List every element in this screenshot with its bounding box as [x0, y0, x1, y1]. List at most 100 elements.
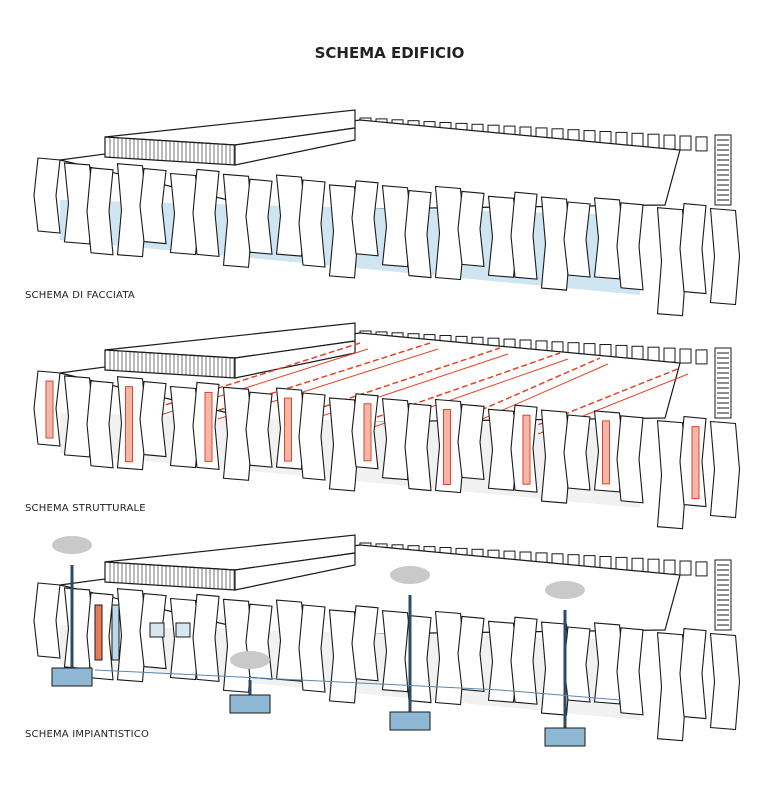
facade-fin: [457, 403, 485, 481]
facade-fin: [563, 626, 591, 703]
facade-fin: [593, 197, 625, 280]
facade-fin: [487, 620, 519, 703]
facade-fin: [33, 582, 61, 659]
parapet-fin: [695, 349, 708, 365]
facade-fin: [116, 163, 148, 258]
water-tank: [544, 727, 586, 747]
facade-fin: [434, 185, 466, 281]
section-label-facciata: SCHEMA DI FACCIATA: [25, 290, 135, 301]
parapet-fin: [695, 136, 708, 152]
structural-column: [45, 380, 54, 439]
cold-water-pipe: [111, 604, 120, 661]
structural-column: [204, 391, 213, 462]
facade-fin: [351, 605, 379, 682]
structural-column: [522, 414, 531, 485]
facade-fin: [616, 202, 644, 291]
facade-fin: [679, 203, 707, 295]
facade-fin: [63, 375, 95, 458]
facade-fin: [298, 604, 326, 693]
facade-fin: [616, 415, 644, 504]
elevator-cab: [175, 622, 191, 638]
rain-cloud: [52, 536, 92, 554]
facade-fin: [679, 628, 707, 720]
facade-fin: [540, 409, 572, 504]
facade-fin: [86, 380, 114, 469]
parapet-fin: [663, 559, 676, 575]
section-label-impiantistico: SCHEMA IMPIANTISTICO: [25, 729, 150, 740]
facade-fin: [169, 597, 201, 681]
facade-fin: [510, 191, 538, 280]
structural-column: [691, 426, 700, 500]
facade-fin: [457, 190, 485, 268]
parapet-fin: [695, 561, 708, 577]
hot-water-pipe: [94, 604, 103, 661]
facade-fin: [563, 201, 591, 278]
facade-fin: [709, 420, 741, 519]
parapet-fin: [679, 560, 692, 576]
facade-fin: [656, 207, 688, 317]
diagram-title: SCHEMA EDIFICIO: [314, 44, 465, 62]
facade-fin: [404, 403, 432, 492]
facade-fin: [298, 179, 326, 268]
structural-column: [284, 397, 292, 462]
parapet-fin: [647, 558, 660, 574]
facade-fin: [709, 207, 741, 306]
raised-volume-side: [234, 552, 356, 591]
facade-fin: [222, 386, 254, 481]
facade-fin: [709, 632, 741, 731]
facade-fin: [86, 167, 114, 256]
facade-fin: [487, 408, 519, 491]
structural-column: [443, 409, 451, 485]
facade-fin: [328, 397, 360, 492]
facade-fin: [328, 609, 360, 704]
facade-fin: [381, 610, 413, 693]
section-label-strutturale: SCHEMA STRUTTURALE: [25, 503, 146, 514]
facade-fin: [222, 173, 254, 268]
structural-column: [602, 420, 610, 485]
facade-fin: [63, 162, 95, 245]
facade-fin: [457, 615, 485, 693]
facade-fin: [540, 196, 572, 291]
water-tank: [229, 694, 271, 714]
facade-fin: [169, 385, 201, 469]
section-impiantistico: [33, 534, 741, 747]
facade-fin: [593, 622, 625, 705]
rain-cloud: [390, 566, 430, 584]
facade-fin: [656, 632, 688, 742]
rain-cloud: [545, 581, 585, 599]
facade-fin: [245, 178, 273, 255]
structural-column: [363, 403, 372, 462]
facade-fin: [192, 593, 220, 683]
water-network: [94, 669, 621, 701]
facade-fin: [616, 627, 644, 716]
facade-fin: [487, 195, 519, 278]
facade-fin: [434, 610, 466, 706]
facade-fin: [169, 172, 201, 256]
roof-truss: [359, 352, 561, 424]
facade-fin: [192, 168, 220, 258]
parapet-fin: [647, 346, 660, 362]
water-tank: [389, 711, 431, 731]
facade-fin: [139, 168, 167, 245]
facade-fin: [656, 420, 688, 530]
section-strutturale: [33, 322, 741, 530]
section-facciata: [33, 109, 741, 317]
parapet-fin: [663, 347, 676, 363]
facade-fin: [404, 190, 432, 279]
elevator-cab: [149, 622, 165, 638]
raised-volume-side: [234, 127, 356, 166]
roof-truss: [289, 347, 501, 419]
facade-fin: [510, 616, 538, 705]
facade-fin: [275, 599, 307, 682]
water-tank: [51, 667, 93, 687]
facade-fin: [563, 414, 591, 491]
facade-fin: [245, 391, 273, 468]
facade-fin: [139, 381, 167, 458]
facade-fin: [381, 398, 413, 481]
parapet-fin: [663, 134, 676, 150]
facade-fin: [275, 174, 307, 257]
facade-fin: [33, 157, 61, 234]
structural-column: [125, 386, 133, 463]
facade-fin: [298, 392, 326, 481]
